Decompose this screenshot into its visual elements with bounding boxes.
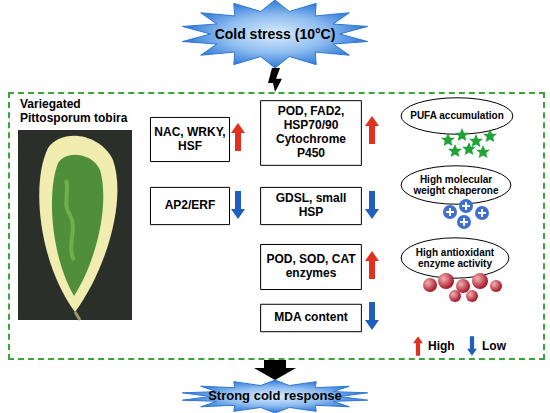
legend-down-arrow: [467, 336, 477, 356]
legend-up-arrow: [413, 336, 423, 356]
lightning-arrow: [268, 68, 282, 92]
up-arrow: [365, 251, 379, 279]
legend-label: Low: [482, 339, 506, 353]
down-arrow: [365, 191, 379, 219]
block-arrow: [254, 360, 296, 380]
panel-label: Variegated Pittosporum tobira: [20, 98, 145, 126]
node-label: AP2/ERF: [161, 199, 220, 213]
legend-samples: [413, 336, 477, 356]
stress-burst: Cold stress (10°C): [180, 0, 370, 68]
gene-box: NAC, WRKY, HSF: [150, 117, 230, 162]
plant-panel: NAC, WRKY, HSF AP2/ERF POD, FAD2, HSP70/90…: [8, 92, 545, 360]
up-arrow: [365, 116, 379, 144]
outcome-ellipse: PUFA accumulation: [400, 97, 514, 135]
response-burst: Strong cold response: [180, 380, 370, 413]
outcome-ellipse: High antioxidant enzyme activity: [400, 237, 510, 279]
enzyme-box: POD, SOD, CAT enzymes: [260, 244, 362, 290]
node-label: NAC, WRKY, HSF: [150, 126, 230, 154]
node-label: POD, FAD2, HSP70/90 Cytochrome P450: [260, 105, 362, 160]
node-label: High molecular weight chaperone: [400, 174, 512, 197]
gene-box: POD, FAD2, HSP70/90 Cytochrome P450: [260, 100, 362, 166]
down-arrow: [365, 302, 379, 330]
node-label: POD, SOD, CAT enzymes: [260, 253, 362, 281]
node-label: PUFA accumulation: [406, 110, 508, 122]
up-arrow: [231, 123, 245, 151]
node-label: Strong cold response: [204, 389, 346, 404]
gene-box: AP2/ERF: [150, 187, 230, 225]
gene-box: GDSL, small HSP: [260, 187, 362, 225]
node-label: Cold stress (10°C): [211, 26, 340, 42]
down-arrow: [231, 191, 245, 219]
outcome-ellipse: High molecular weight chaperone: [400, 165, 512, 205]
legend-label: High: [428, 339, 455, 353]
node-label: GDSL, small HSP: [260, 192, 362, 220]
content-box: MDA content: [260, 304, 362, 332]
node-label: High antioxidant enzyme activity: [400, 247, 510, 270]
node-label: MDA content: [270, 311, 352, 325]
leaf-photo: [18, 130, 132, 320]
